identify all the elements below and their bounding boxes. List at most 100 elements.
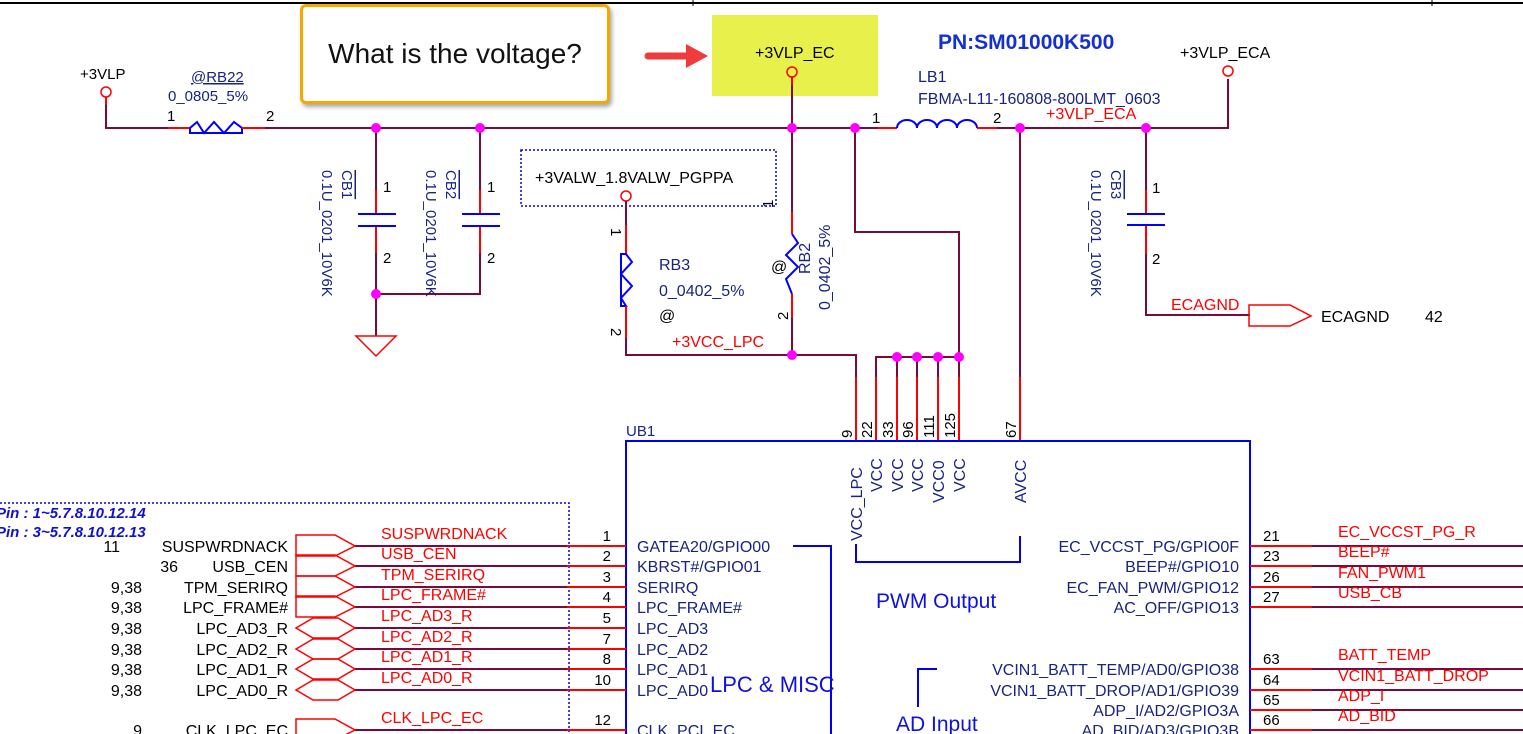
net-box-pgppa (520, 149, 777, 207)
pin-number: 10 (594, 672, 611, 689)
pin-name: AD_BID/AD3/GPIO3B (1082, 723, 1239, 734)
net-label: LPC_FRAME# (381, 587, 486, 604)
junction-dot (1015, 123, 1025, 133)
net-label-ecagnd: ECAGND (1171, 297, 1239, 314)
cb1-ref: CB1 (338, 170, 355, 199)
group-lpc-misc: LPC & MISC (710, 672, 835, 697)
rb2-value: 0_0402_5% (817, 225, 834, 310)
power-pin-name: VCC0 (931, 460, 948, 503)
offpage-connector[interactable] (295, 575, 357, 598)
offpage-connector[interactable] (295, 554, 357, 577)
pin-number: 64 (1263, 672, 1280, 689)
offpage-connector[interactable] (295, 534, 357, 557)
offpage-connector[interactable] (295, 595, 357, 618)
inductor-lb1-icon (896, 119, 978, 129)
offpage-net-name: LPC_AD0_R (196, 683, 288, 700)
power-pin-number: 33 (880, 421, 897, 438)
pin-number: 23 (1263, 548, 1280, 565)
junction-dot (787, 123, 797, 133)
offpage-page-ref: 9,38 (111, 621, 142, 638)
ic-right-pin: 64VCIN1_BATT_DROP/AD1/GPIO39VCIN1_BATT_D… (990, 668, 1523, 700)
net-label-3vlp-ec: +3VLP_EC (755, 45, 835, 62)
offpage-connector[interactable] (294, 679, 357, 701)
power-pin-number: 125 (942, 413, 959, 438)
pin-number: 1 (167, 108, 175, 125)
offpage-net-name: USB_CEN (212, 559, 288, 576)
power-pin-number: 111 (921, 415, 938, 438)
pin-name: LPC_AD0 (637, 683, 708, 700)
pin-number: 4 (603, 589, 611, 606)
question-callout: What is the voltage? (300, 4, 610, 104)
pin-note-1: Pin : 1~5.7.8.10.12.14 (0, 505, 146, 522)
offpage-connector[interactable] (294, 638, 357, 660)
net-label: LPC_AD2_R (381, 629, 473, 646)
pin-name: CLK_PCI_EC (637, 723, 735, 734)
offpage-net-name: LPC_AD1_R (196, 662, 288, 679)
pin-name: VCIN1_BATT_DROP/AD1/GPIO39 (990, 683, 1239, 700)
pin-number: 3 (603, 569, 611, 586)
junction-dot (912, 352, 922, 362)
net-label: LPC_AD0_R (381, 670, 473, 687)
pin-number: 1 (383, 179, 391, 196)
pin-number: 2 (993, 110, 1001, 127)
junction-dot (892, 352, 902, 362)
offpage-connector-icon[interactable] (1248, 304, 1313, 327)
net-label-3vcc-lpc: +3VCC_LPC (672, 334, 764, 351)
offpage-page-ref: 11 (103, 539, 120, 556)
offpage-connector[interactable] (294, 617, 357, 639)
power-port-icon (1222, 65, 1234, 77)
pin-name: EC_FAN_PWM/GPIO12 (1067, 580, 1240, 597)
net-label: LPC_AD1_R (381, 649, 473, 666)
offpage-page-ref: 36 (160, 559, 178, 576)
power-pin-number: 67 (1003, 421, 1020, 438)
pin-number: 1 (760, 200, 777, 208)
cb2-ref: CB2 (442, 170, 459, 199)
offpage-net-name: CLK_LPC_EC (186, 723, 288, 734)
pin-name: BEEP#/GPIO10 (1125, 559, 1239, 576)
offpage-page-ref: 9,38 (111, 580, 142, 597)
offpage-connector[interactable] (295, 718, 357, 734)
pin-number: 2 (603, 548, 611, 565)
net-label: CLK_LPC_EC (381, 710, 483, 727)
rb3-ref: RB3 (659, 257, 690, 274)
offpage-connector[interactable] (294, 658, 357, 680)
resistor-rb22-icon (189, 120, 243, 135)
power-pin-name: AVCC (1013, 460, 1030, 503)
part-number: PN:SM01000K500 (938, 31, 1114, 54)
net-label-3vlp-eca-wire: +3VLP_ECA (1046, 106, 1137, 123)
offpage-net-name: LPC_FRAME# (183, 600, 288, 617)
pin-number: 5 (603, 610, 611, 627)
pin-number: 2 (487, 250, 495, 267)
net-label: SUSPWRDNACK (381, 526, 508, 543)
net-label: TPM_SERIRQ (381, 567, 485, 584)
power-pin-name: VCC (869, 458, 886, 492)
pin-number: 2 (266, 108, 274, 125)
net-label: AD_BID (1338, 708, 1396, 725)
pin-number: 2 (775, 312, 792, 320)
junction-dot (371, 123, 381, 133)
pin-number: 2 (607, 328, 624, 336)
junction-dot (850, 123, 860, 133)
pin-name: LPC_AD1 (637, 662, 708, 679)
wire-3vlp-eca (997, 79, 1229, 129)
power-pin-name: VCC_LPC (849, 467, 866, 541)
pin-number: 26 (1263, 569, 1280, 586)
rb22-value: 0_0805_5% (168, 88, 248, 105)
offpage-ecagnd-page: 42 (1425, 309, 1443, 326)
offpage-page-ref: 9,38 (111, 600, 142, 617)
pin-name: AC_OFF/GPIO13 (1114, 600, 1239, 617)
cb3-ref: CB3 (1107, 170, 1124, 199)
red-arrow-icon (644, 44, 708, 68)
pin-number: 65 (1263, 692, 1280, 709)
net-label-3vlp-eca: +3VLP_ECA (1180, 45, 1271, 62)
offpage-page-ref: 9,38 (111, 683, 142, 700)
net-label-3vlp: +3VLP (80, 66, 125, 83)
